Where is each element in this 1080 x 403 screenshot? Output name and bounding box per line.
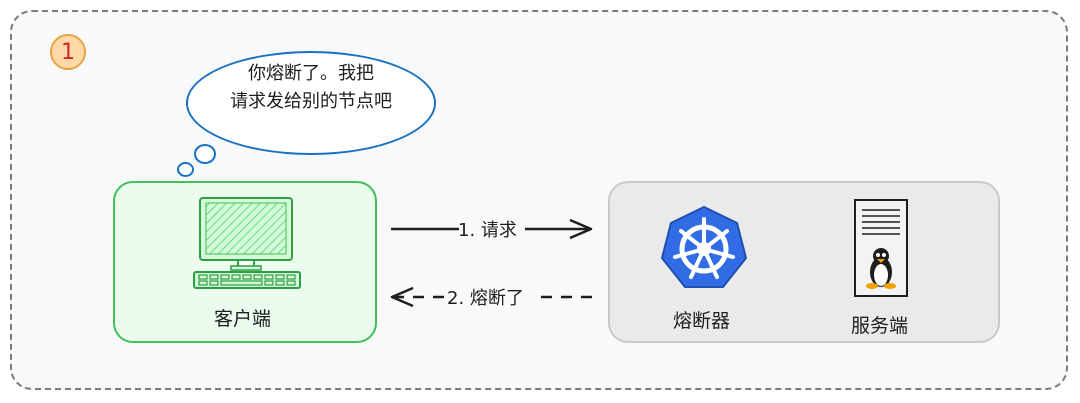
server-tower-icon xyxy=(854,199,908,297)
thought-line-2: 请求发给别的节点吧 xyxy=(230,91,392,112)
thought-line-1: 你熔断了。我把 xyxy=(248,63,374,84)
request-arrow xyxy=(391,218,593,240)
thought-dot-large xyxy=(194,144,216,164)
circuit-broken-arrow xyxy=(390,286,593,308)
server-group-box xyxy=(608,181,1000,343)
server-label: 服务端 xyxy=(851,315,909,337)
thought-dot-small xyxy=(177,162,194,177)
linux-penguin-icon xyxy=(866,248,896,289)
thought-bubble-text: 你熔断了。我把 请求发给别的节点吧 xyxy=(186,60,436,116)
request-label: 1. 请求 xyxy=(458,220,517,241)
response-label: 2. 熔断了 xyxy=(447,288,524,309)
kubernetes-helm-icon xyxy=(661,206,747,288)
thought-bubble xyxy=(186,51,436,155)
breaker-label: 熔断器 xyxy=(673,310,731,332)
computer-icon xyxy=(193,197,301,289)
step-badge: 1 xyxy=(50,34,86,70)
client-label: 客户端 xyxy=(214,308,272,330)
